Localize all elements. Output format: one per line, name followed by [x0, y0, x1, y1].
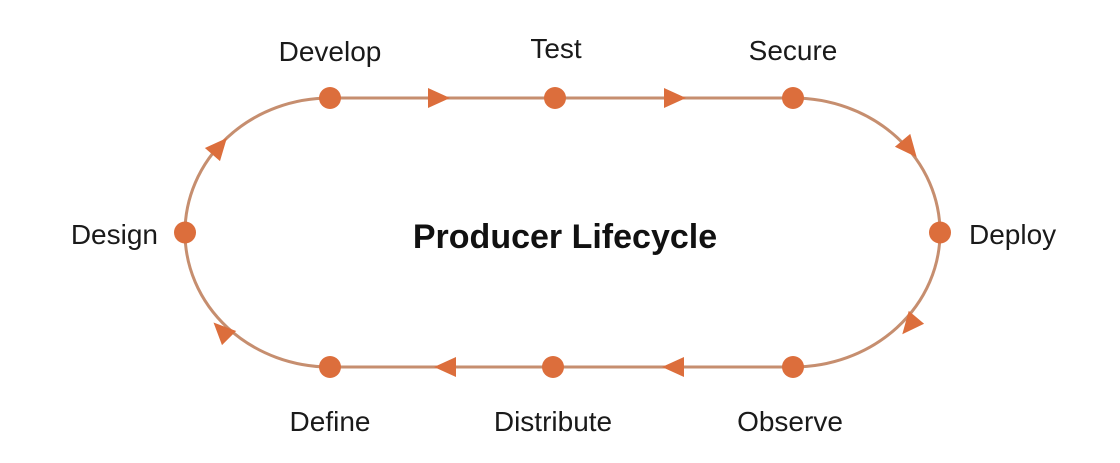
- stage-nodes: [174, 87, 951, 378]
- stage-label-define: Define: [290, 406, 371, 437]
- stage-labels: Develop Test Secure Deploy Observe Distr…: [71, 33, 1056, 437]
- stage-node-test: [544, 87, 566, 109]
- arrow-observe-to-distribute-icon: [662, 357, 684, 377]
- arrow-develop-to-test-icon: [428, 88, 450, 108]
- stage-node-design: [174, 221, 196, 244]
- stage-label-design: Design: [71, 219, 158, 250]
- stage-label-test: Test: [530, 33, 582, 64]
- stage-label-observe: Observe: [737, 406, 843, 437]
- stage-node-develop: [319, 87, 341, 109]
- stage-label-deploy: Deploy: [969, 219, 1056, 250]
- flow-arrows: [204, 88, 925, 377]
- stage-node-distribute: [542, 356, 564, 378]
- arrow-deploy-to-observe-icon: [902, 310, 925, 335]
- arrow-test-to-secure-icon: [664, 88, 686, 108]
- stage-node-deploy: [929, 221, 951, 244]
- stage-label-develop: Develop: [279, 36, 382, 67]
- stage-node-define: [319, 356, 341, 378]
- arrow-secure-to-deploy-icon: [894, 133, 917, 158]
- arrow-distribute-to-define-icon: [434, 357, 456, 377]
- arrow-design-to-develop-icon: [204, 137, 227, 162]
- stage-label-secure: Secure: [749, 35, 838, 66]
- stage-node-secure: [782, 87, 804, 109]
- stage-node-observe: [782, 356, 804, 378]
- stage-label-distribute: Distribute: [494, 406, 612, 437]
- arrow-define-to-design-icon: [213, 322, 237, 346]
- diagram-title: Producer Lifecycle: [413, 218, 717, 256]
